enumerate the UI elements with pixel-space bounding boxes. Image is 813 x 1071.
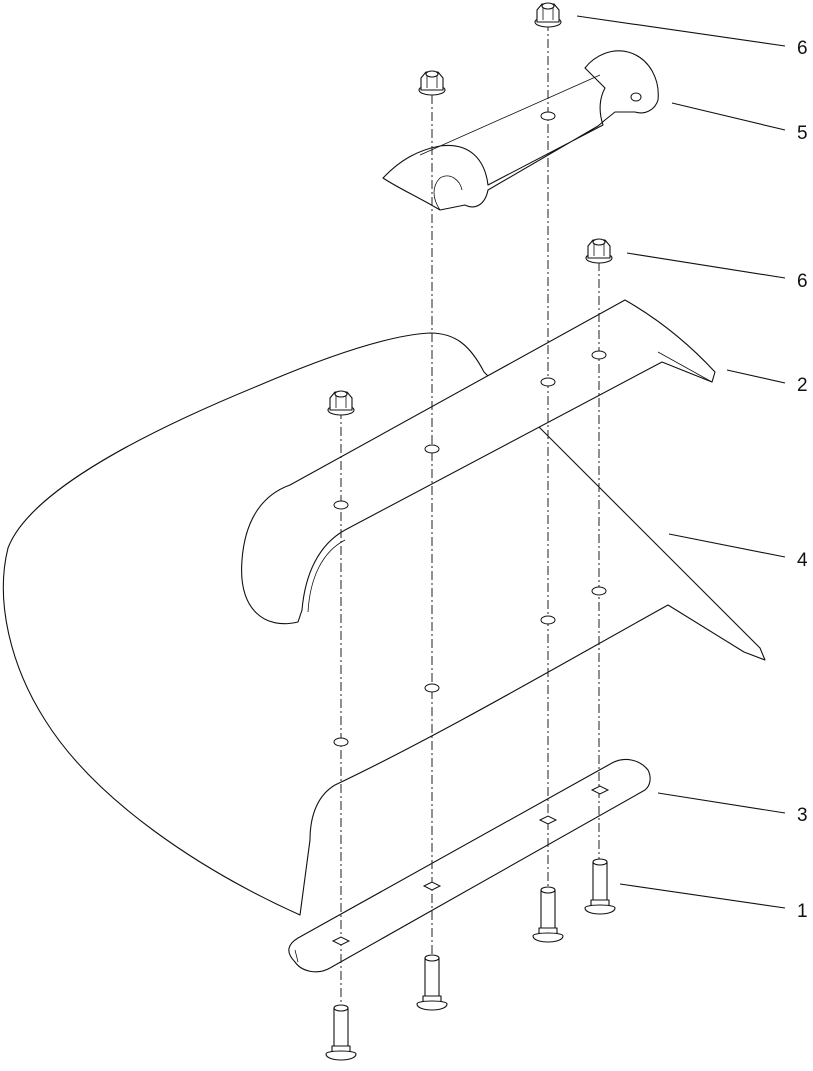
leader-line-6-top xyxy=(576,15,786,47)
center-lines xyxy=(340,22,600,1030)
callout-5: 5 xyxy=(797,123,808,144)
leader-line-2 xyxy=(726,369,786,384)
deflector-shield-part xyxy=(2,332,766,916)
leader-line-4 xyxy=(668,533,786,558)
callout-1: 1 xyxy=(797,901,808,922)
lower-mounting-plate-part xyxy=(288,758,651,973)
callout-labels: 6 5 6 2 4 3 1 xyxy=(797,38,808,922)
leader-lines xyxy=(576,15,786,909)
leader-line-3 xyxy=(657,792,786,814)
leader-line-6-mid xyxy=(626,252,786,279)
carriage-bolt-part xyxy=(325,858,616,1061)
upper-clamp-bar-part xyxy=(241,299,716,625)
callout-6-top: 6 xyxy=(797,38,808,59)
callout-6-mid: 6 xyxy=(797,271,808,292)
leader-line-5 xyxy=(671,102,786,131)
upper-bracket-part xyxy=(382,50,659,211)
callout-3: 3 xyxy=(797,805,808,826)
mounting-holes xyxy=(331,111,610,946)
flange-nut-part xyxy=(327,2,613,416)
leader-line-1 xyxy=(619,883,786,909)
callout-4: 4 xyxy=(797,550,808,571)
callout-2: 2 xyxy=(797,375,808,396)
